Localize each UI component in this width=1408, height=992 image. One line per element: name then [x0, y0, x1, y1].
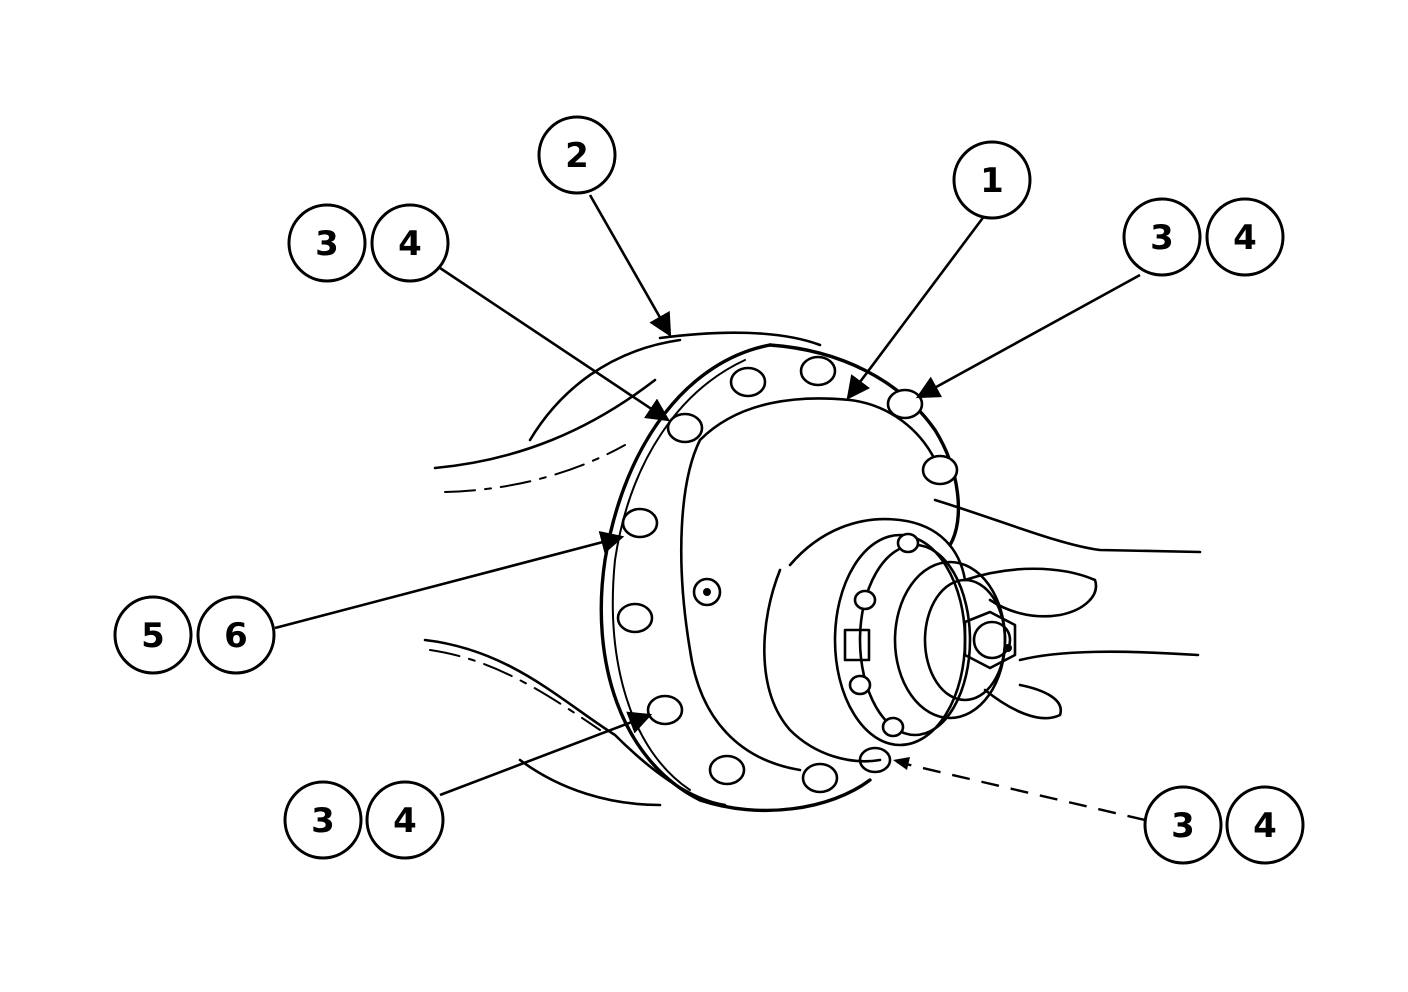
leader-c3d	[896, 760, 1146, 822]
callout-3-4-lower-right-label-b: 4	[1253, 806, 1277, 846]
differential-cover	[679, 397, 937, 772]
callout-2-label: 2	[565, 136, 589, 176]
callout-3-4-lower-right-label-a: 3	[1171, 806, 1195, 846]
callout-3-4-upper-right-label-b: 4	[1233, 218, 1257, 258]
leader-c2	[588, 194, 672, 338]
callout-3-4-upper-left-label-b: 4	[398, 224, 422, 264]
leader-c3a	[439, 266, 670, 422]
pinion-assembly	[763, 517, 1098, 763]
callout-5-6-label-b: 6	[224, 616, 248, 656]
leader-lines	[274, 194, 1146, 822]
leader-c1	[846, 214, 987, 400]
callout-3-4-upper-right: 3 4	[1122, 197, 1285, 277]
callout-3-4-lower-left: 3 4	[283, 780, 445, 860]
housing-outer	[518, 331, 822, 807]
callout-3-4-upper-left-label-a: 3	[315, 224, 339, 264]
leader-c3d-arrowhead	[893, 757, 910, 770]
callout-5-6: 5 6	[113, 595, 276, 675]
callout-2: 2	[537, 115, 617, 195]
callout-3-4-lower-right: 3 4	[1143, 785, 1305, 865]
leader-c3c	[439, 711, 653, 797]
leader-c5	[274, 531, 625, 630]
cover-bolts	[616, 355, 959, 794]
callout-3-4-lower-left-label-a: 3	[311, 801, 335, 841]
callout-1: 1	[952, 140, 1032, 220]
callout-5-6-label-a: 5	[141, 616, 165, 656]
callout-1-label: 1	[980, 161, 1004, 201]
leader-c3b	[915, 273, 1141, 399]
callout-3-4-upper-left: 3 4	[287, 203, 450, 283]
cover-flange	[599, 343, 961, 813]
axle-housing-right	[933, 498, 1202, 662]
callout-3-4-lower-left-label-b: 4	[393, 801, 417, 841]
callout-3-4-upper-right-label-a: 3	[1150, 218, 1174, 258]
axle-housing-left	[423, 378, 727, 807]
